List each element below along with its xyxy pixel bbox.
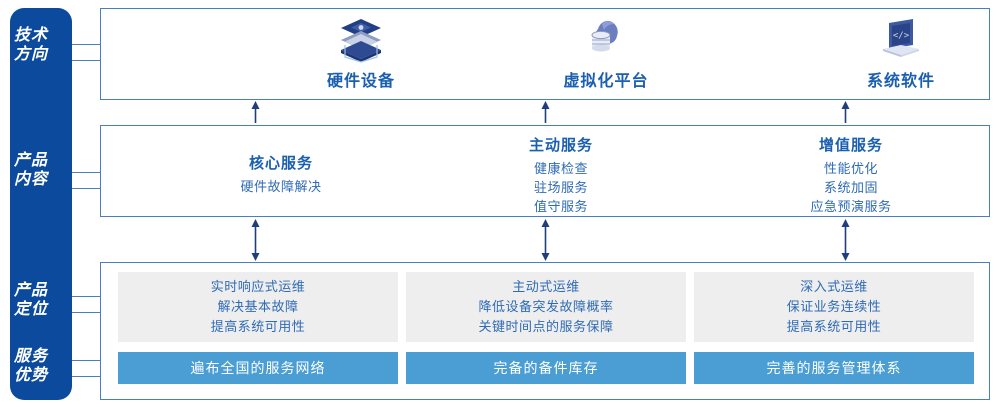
- advantage-label: 完善的服务管理体系: [766, 360, 902, 376]
- service-group-value-added[interactable]: 增值服务 性能优化 系统加固 应急预演服务: [731, 126, 971, 216]
- service-detail: 性能优化: [823, 161, 878, 176]
- tech-item-virtualization[interactable]: 虚拟化平台: [506, 9, 706, 99]
- advantage-bar-network[interactable]: 遍布全国的服务网络: [118, 352, 398, 384]
- positioning-card-proactive[interactable]: 主动式运维 降低设备突发故障概率 关键时间点的服务保障: [406, 272, 686, 342]
- connector-content-bottom: [72, 188, 100, 189]
- connector-content-top: [72, 172, 100, 173]
- positioning-line: 实时响应式运维: [210, 279, 306, 294]
- sidebar-item-product-positioning[interactable]: 产品 定位: [0, 281, 62, 319]
- service-detail: 硬件故障解决: [240, 179, 322, 194]
- svg-text:</>: </>: [893, 31, 910, 41]
- arrow-up-hardware: [251, 101, 260, 123]
- tech-direction-row: 硬件设备 虚拟化平台 </>: [100, 8, 990, 100]
- sidebar-label-line2: 方向: [13, 46, 48, 63]
- advantage-label: 完备的备件库存: [493, 360, 599, 376]
- service-detail: 健康检查: [533, 161, 588, 176]
- connector-advantage-top: [72, 360, 106, 361]
- sidebar-item-product-content[interactable]: 产品 内容: [0, 151, 62, 189]
- connector-tech-top: [72, 44, 100, 45]
- positioning-line: 解决基本故障: [217, 299, 299, 314]
- tech-item-system-software[interactable]: </> 系统软件: [801, 9, 1000, 99]
- positioning-line: 降低设备突发故障概率: [478, 299, 614, 314]
- arrow-updown-core: [251, 219, 260, 261]
- server-stack-icon: [341, 19, 381, 63]
- service-detail: 应急预演服务: [810, 199, 892, 214]
- service-detail: 值守服务: [533, 199, 588, 214]
- service-group-title: 核心服务: [248, 155, 313, 172]
- positioning-card-realtime[interactable]: 实时响应式运维 解决基本故障 提高系统可用性: [118, 272, 398, 342]
- service-group-title: 增值服务: [818, 137, 883, 154]
- positioning-line: 提高系统可用性: [786, 319, 882, 334]
- laptop-code-icon: </>: [883, 19, 919, 57]
- advantage-bar-spare-parts[interactable]: 完备的备件库存: [406, 352, 686, 384]
- positioning-line: 主动式运维: [512, 279, 580, 294]
- tech-item-hardware[interactable]: 硬件设备: [261, 9, 461, 99]
- sidebar-pill: [10, 8, 72, 400]
- arrow-up-software: [841, 101, 850, 123]
- connector-advantage-bottom: [72, 376, 106, 377]
- positioning-line: 提高系统可用性: [210, 319, 306, 334]
- advantage-bar-management[interactable]: 完善的服务管理体系: [694, 352, 974, 384]
- service-group-title: 主动服务: [528, 137, 593, 154]
- tech-item-label: 硬件设备: [326, 73, 395, 90]
- service-group-core[interactable]: 核心服务 硬件故障解决: [161, 126, 401, 216]
- product-content-row: 核心服务 硬件故障解决 主动服务 健康检查 驻场服务 值守服务 增值服务 性能优…: [100, 125, 990, 217]
- sidebar-item-service-advantage[interactable]: 服务 优势: [0, 347, 62, 385]
- sidebar-label-line2: 优势: [13, 367, 48, 384]
- positioning-line: 保证业务连续性: [786, 299, 882, 314]
- service-detail: 驻场服务: [533, 180, 588, 195]
- positioning-line: 深入式运维: [800, 279, 868, 294]
- sidebar-label-line1: 产品: [13, 152, 48, 169]
- tech-item-label: 系统软件: [866, 73, 935, 90]
- sidebar-label-line2: 定位: [13, 301, 48, 318]
- connector-tech-bottom: [72, 60, 100, 61]
- sidebar-label-line1: 产品: [13, 282, 48, 299]
- connector-positioning-top: [72, 296, 106, 297]
- cloud-database-icon: [591, 20, 618, 52]
- service-detail: 系统加固: [823, 180, 878, 195]
- positioning-card-indepth[interactable]: 深入式运维 保证业务连续性 提高系统可用性: [694, 272, 974, 342]
- service-group-active[interactable]: 主动服务 健康检查 驻场服务 值守服务: [441, 126, 681, 216]
- advantage-label: 遍布全国的服务网络: [190, 360, 326, 376]
- positioning-line: 关键时间点的服务保障: [478, 319, 614, 334]
- positioning-advantage-row: 实时响应式运维 解决基本故障 提高系统可用性 主动式运维 降低设备突发故障概率 …: [100, 262, 990, 400]
- arrow-updown-active: [541, 219, 550, 261]
- connector-positioning-bottom: [72, 312, 106, 313]
- arrow-updown-value: [841, 219, 850, 261]
- tech-item-label: 虚拟化平台: [563, 73, 649, 90]
- sidebar-label-line2: 内容: [13, 171, 48, 188]
- sidebar-item-tech-direction[interactable]: 技术 方向: [0, 26, 62, 64]
- arrow-up-virtualization: [541, 101, 550, 123]
- sidebar-label-line1: 服务: [13, 348, 48, 365]
- sidebar-label-line1: 技术: [13, 27, 48, 44]
